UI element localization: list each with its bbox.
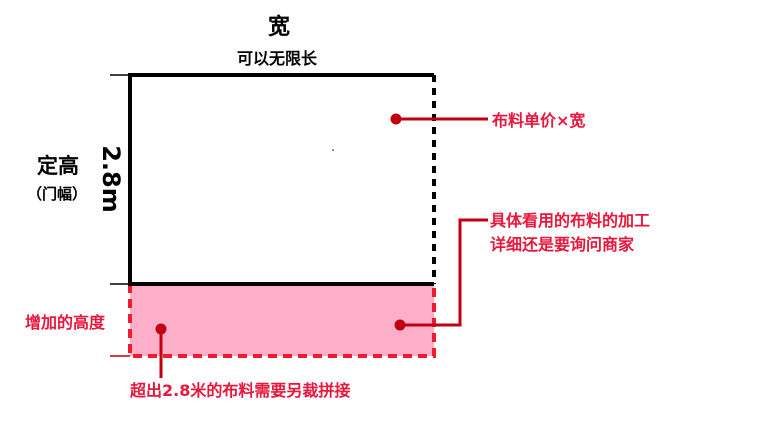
callout-line-processing	[400, 218, 488, 327]
callout-price-text: 布料单价×宽	[492, 111, 585, 130]
callout-dot-extra	[155, 323, 167, 335]
height-note: （门幅）	[27, 185, 87, 203]
callout-processing-line-1: 具体看用的布料的加工	[490, 211, 650, 230]
stray-dot	[332, 149, 334, 151]
width-note: 可以无限长	[237, 49, 318, 68]
height-value: 2.8m	[97, 145, 125, 213]
extra-area-dashed-border	[128, 284, 436, 358]
callout-dot-processing	[394, 319, 406, 331]
callout-processing-line-2: 详细还是要询问商家	[490, 235, 635, 254]
callout-extra-text: 超出2.8米的布料需要另裁拼接	[129, 381, 350, 400]
extra-height-label: 增加的高度	[25, 313, 106, 332]
height-label: 定高	[37, 154, 79, 178]
extra-height-area	[130, 284, 434, 356]
width-label: 宽	[268, 14, 290, 40]
fixed-height-area-border	[128, 73, 434, 286]
callout-dot-price	[390, 113, 402, 125]
